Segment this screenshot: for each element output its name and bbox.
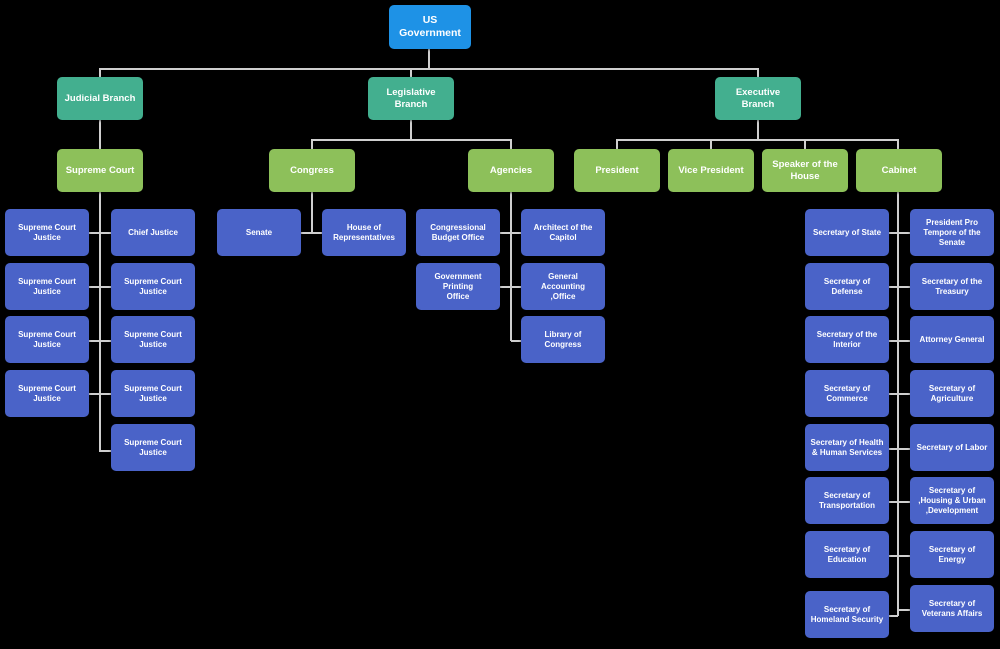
- node-secretary-of-energy[interactable]: Secretary of Energy: [910, 531, 994, 578]
- node-secretary-of-transportation[interactable]: Secretary of Transportation: [805, 477, 889, 524]
- connector-to-vice-president: [710, 139, 712, 150]
- connector-congress-arm-right: [312, 232, 324, 234]
- connector-executive-stem: [757, 120, 759, 139]
- connector-supreme-court-spine: [99, 192, 101, 452]
- connector-judicial-to-supreme-court: [99, 120, 101, 150]
- node-executive-branch[interactable]: Executive Branch: [715, 77, 801, 120]
- node-architect-of-the-capitol[interactable]: Architect of the Capitol: [521, 209, 605, 256]
- node-general-accounting-office[interactable]: General Accounting ,Office: [521, 263, 605, 310]
- node-secretary-of-commerce[interactable]: Secretary of Commerce: [805, 370, 889, 417]
- connector-scj-arm-3r: [100, 340, 112, 342]
- connector-cab-arm-6l: [886, 501, 898, 503]
- node-supreme-court-justice-left-2[interactable]: Supreme Court Justice: [5, 263, 89, 310]
- node-president[interactable]: President: [574, 149, 660, 192]
- connector-scj-arm-4r: [100, 393, 112, 395]
- connector-scj-arm-1r: [100, 232, 112, 234]
- node-vice-president[interactable]: Vice President: [668, 149, 754, 192]
- connector-to-legislative: [410, 68, 412, 78]
- node-secretary-of-education[interactable]: Secretary of Education: [805, 531, 889, 578]
- connector-agencies-spine: [510, 191, 512, 341]
- node-secretary-of-state[interactable]: Secretary of State: [805, 209, 889, 256]
- connector-legislative-bus: [311, 139, 512, 141]
- node-supreme-court-justice-right-3[interactable]: Supreme Court Justice: [111, 370, 195, 417]
- node-president-pro-tempore-of-the-senate[interactable]: President Pro Tempore of the Senate: [910, 209, 994, 256]
- connector-agencies-arm-1l: [498, 232, 511, 234]
- node-judicial-branch[interactable]: Judicial Branch: [57, 77, 143, 120]
- node-secretary-of-defense[interactable]: Secretary of Defense: [805, 263, 889, 310]
- connector-cab-arm-4r: [898, 393, 910, 395]
- node-attorney-general[interactable]: Attorney General: [910, 316, 994, 363]
- node-congress[interactable]: Congress: [269, 149, 355, 192]
- node-secretary-of-agriculture[interactable]: Secretary of Agriculture: [910, 370, 994, 417]
- node-supreme-court[interactable]: Supreme Court: [57, 149, 143, 192]
- node-congressional-budget-office[interactable]: Congressional Budget Office: [416, 209, 500, 256]
- node-supreme-court-justice-right-1[interactable]: Supreme Court Justice: [111, 263, 195, 310]
- connector-to-cabinet: [897, 139, 899, 150]
- node-secretary-of-housing-and-urban-development[interactable]: Secretary of ,Housing & Urban ,Developme…: [910, 477, 994, 524]
- connector-congress-arm-left: [299, 232, 312, 234]
- node-secretary-of-homeland-security[interactable]: Secretary of Homeland Security: [805, 591, 889, 638]
- node-cabinet[interactable]: Cabinet: [856, 149, 942, 192]
- connector-scj-arm-2l: [88, 286, 100, 288]
- connector-to-congress: [311, 139, 313, 150]
- connector-agencies-arm-2l: [498, 286, 511, 288]
- connector-cab-arm-7l: [886, 555, 898, 557]
- node-supreme-court-justice-left-4[interactable]: Supreme Court Justice: [5, 370, 89, 417]
- connector-legislative-stem: [410, 120, 412, 139]
- node-supreme-court-justice-right-2[interactable]: Supreme Court Justice: [111, 316, 195, 363]
- connector-cab-arm-7r: [898, 555, 910, 557]
- connector-scj-arm-2r: [100, 286, 112, 288]
- connector-cab-arm-2l: [886, 286, 898, 288]
- node-senate[interactable]: Senate: [217, 209, 301, 256]
- connector-agencies-arm-2r: [511, 286, 523, 288]
- connector-congress-spine: [311, 191, 313, 233]
- connector-to-judicial: [99, 68, 101, 78]
- node-secretary-of-the-treasury[interactable]: Secretary of the Treasury: [910, 263, 994, 310]
- connector-top-bus: [99, 68, 759, 70]
- node-secretary-of-veterans-affairs[interactable]: Secretary of Veterans Affairs: [910, 585, 994, 632]
- connector-cab-arm-4l: [886, 393, 898, 395]
- node-supreme-court-justice-left-1[interactable]: Supreme Court Justice: [5, 209, 89, 256]
- node-us-government[interactable]: US Government: [389, 5, 471, 49]
- node-supreme-court-justice-left-3[interactable]: Supreme Court Justice: [5, 316, 89, 363]
- connector-to-agencies: [510, 139, 512, 150]
- connector-to-speaker: [804, 139, 806, 150]
- connector-scj-arm-5r: [100, 450, 112, 452]
- connector-cab-arm-5l: [886, 448, 898, 450]
- connector-scj-arm-3l: [88, 340, 100, 342]
- connector-cab-arm-6r: [898, 501, 910, 503]
- node-library-of-congress[interactable]: Library of Congress: [521, 316, 605, 363]
- connector-scj-arm-4l: [88, 393, 100, 395]
- connector-root-stem: [428, 48, 430, 68]
- node-secretary-of-the-interior[interactable]: Secretary of the Interior: [805, 316, 889, 363]
- connector-cab-arm-3l: [886, 340, 898, 342]
- node-secretary-of-labor[interactable]: Secretary of Labor: [910, 424, 994, 471]
- connector-cab-arm-5r: [898, 448, 910, 450]
- node-house-of-representatives[interactable]: House of Representatives: [322, 209, 406, 256]
- connector-cab-arm-1r: [898, 232, 910, 234]
- connector-cab-arm-3r: [898, 340, 910, 342]
- connector-agencies-arm-1r: [511, 232, 523, 234]
- connector-cab-arm-8r: [898, 609, 910, 611]
- node-agencies[interactable]: Agencies: [468, 149, 554, 192]
- connector-cab-arm-2r: [898, 286, 910, 288]
- node-government-printing-office[interactable]: Government Printing Office: [416, 263, 500, 310]
- connector-cab-arm-1l: [886, 232, 898, 234]
- node-supreme-court-justice-right-4[interactable]: Supreme Court Justice: [111, 424, 195, 471]
- connector-to-president: [616, 139, 618, 150]
- connector-cab-arm-8l: [886, 615, 898, 617]
- node-chief-justice[interactable]: Chief Justice: [111, 209, 195, 256]
- node-legislative-branch[interactable]: Legislative Branch: [368, 77, 454, 120]
- connector-to-executive: [757, 68, 759, 78]
- node-speaker-of-the-house[interactable]: Speaker of the House: [762, 149, 848, 192]
- connector-cabinet-spine: [897, 191, 899, 616]
- connector-scj-arm-1l: [88, 232, 100, 234]
- node-secretary-of-health-and-human-services[interactable]: Secretary of Health & Human Services: [805, 424, 889, 471]
- connector-agencies-arm-3r: [511, 340, 523, 342]
- connector-executive-bus: [616, 139, 899, 141]
